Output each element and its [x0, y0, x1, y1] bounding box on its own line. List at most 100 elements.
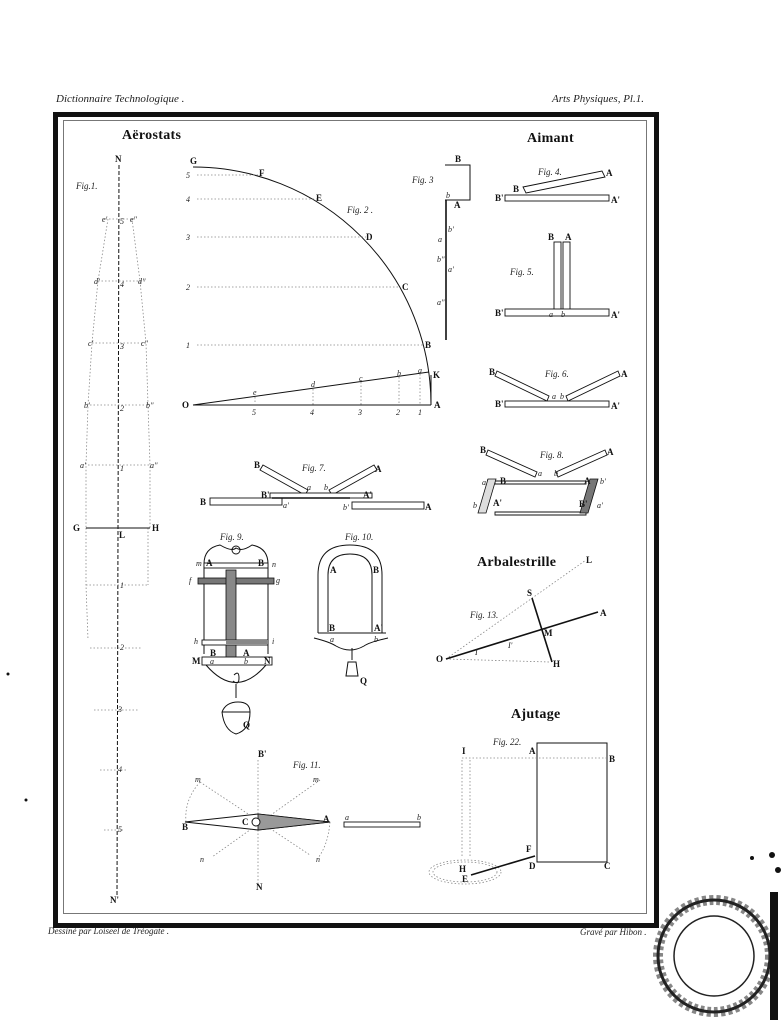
svg-text:b: b: [554, 469, 558, 478]
svg-text:B': B': [495, 399, 504, 409]
figure-6: Fig. 6. B A B' a b A': [489, 367, 628, 411]
header-left-title: Dictionnaire Technologique .: [56, 93, 185, 105]
svg-text:Fig. 4.: Fig. 4.: [537, 167, 562, 177]
svg-text:1: 1: [120, 464, 124, 473]
svg-text:E: E: [316, 193, 322, 203]
svg-text:Fig. 7.: Fig. 7.: [301, 463, 326, 473]
svg-text:d'': d'': [138, 277, 146, 286]
figure-7: Fig. 7. B A a b B' A' B a' b' A: [200, 460, 432, 512]
svg-text:Fig. 11.: Fig. 11.: [292, 760, 321, 770]
svg-text:a: a: [307, 483, 311, 492]
figure-9: Fig. 9. m A B n f g h i B A M a b N Q: [189, 532, 280, 735]
svg-text:h: h: [194, 637, 198, 646]
svg-text:Q: Q: [360, 676, 367, 686]
svg-text:L: L: [586, 555, 592, 565]
svg-text:3: 3: [185, 233, 190, 242]
svg-text:a'': a'': [437, 298, 445, 307]
svg-text:b: b: [417, 813, 421, 822]
svg-text:A: A: [606, 168, 613, 178]
svg-text:Fig. 8.: Fig. 8.: [539, 450, 564, 460]
fig1-label-bottom: N': [110, 895, 119, 905]
svg-text:b: b: [397, 369, 401, 378]
svg-text:A': A': [611, 310, 620, 320]
svg-text:b: b: [560, 392, 564, 401]
svg-text:4: 4: [186, 195, 190, 204]
svg-text:C: C: [402, 282, 409, 292]
svg-text:B: B: [200, 497, 206, 507]
figure-1: Fig.1. N N' G H L e' 5 e'' d' 4 d'' c' 3…: [73, 154, 159, 905]
svg-text:I: I: [462, 746, 466, 756]
svg-text:B: B: [548, 232, 554, 242]
svg-text:A: A: [565, 232, 572, 242]
svg-text:C: C: [604, 861, 611, 871]
svg-text:n: n: [272, 560, 276, 569]
svg-text:E: E: [462, 874, 468, 884]
svg-text:A: A: [375, 464, 382, 474]
svg-text:A: A: [607, 447, 614, 457]
svg-text:4: 4: [118, 765, 122, 774]
fig1-caption: Fig.1.: [75, 181, 98, 191]
plate-frame-inner: [63, 120, 647, 914]
plate-frame-outer: [53, 112, 659, 928]
svg-text:b: b: [473, 501, 477, 510]
svg-text:D: D: [529, 861, 536, 871]
svg-text:n: n: [200, 855, 204, 864]
svg-text:c: c: [359, 374, 363, 383]
figure-22: Fig. 22. I A B F D C H E: [428, 737, 615, 885]
svg-text:H: H: [553, 659, 560, 669]
svg-text:B: B: [210, 648, 216, 658]
svg-text:n: n: [316, 855, 320, 864]
svg-text:a: a: [538, 469, 542, 478]
fig1-label-h: H: [152, 523, 159, 533]
svg-text:B: B: [489, 367, 495, 377]
svg-text:B: B: [254, 460, 260, 470]
svg-text:N: N: [264, 656, 271, 666]
svg-text:A: A: [206, 558, 213, 568]
svg-text:2: 2: [396, 408, 400, 417]
svg-text:1: 1: [186, 341, 190, 350]
svg-text:d': d': [94, 277, 100, 286]
fig1-label-top: N: [115, 154, 122, 164]
svg-text:Fig. 10.: Fig. 10.: [344, 532, 373, 542]
svg-text:O: O: [182, 400, 189, 410]
svg-text:G: G: [190, 156, 197, 166]
svg-text:B: B: [258, 558, 264, 568]
figure-11: Fig. 11. B' m m B C A n n N a b: [182, 749, 421, 892]
svg-text:S: S: [527, 588, 532, 598]
svg-text:B': B': [261, 490, 270, 500]
svg-text:Fig. 3: Fig. 3: [411, 175, 434, 185]
svg-text:3: 3: [119, 342, 124, 351]
svg-text:a: a: [552, 392, 556, 401]
svg-text:a: a: [330, 635, 334, 644]
svg-text:b': b': [600, 477, 606, 486]
svg-text:4: 4: [120, 280, 124, 289]
svg-text:b: b: [374, 635, 378, 644]
svg-text:H: H: [459, 864, 466, 874]
svg-text:a': a': [80, 461, 86, 470]
svg-text:A': A': [363, 490, 372, 500]
fig1-label-g: G: [73, 523, 80, 533]
svg-text:b: b: [561, 310, 565, 319]
svg-text:b': b': [84, 401, 90, 410]
svg-text:O: O: [436, 654, 443, 664]
svg-text:Fig. 22.: Fig. 22.: [492, 737, 521, 747]
svg-text:5: 5: [118, 825, 122, 834]
svg-text:B: B: [609, 754, 615, 764]
svg-text:a: a: [210, 657, 214, 666]
svg-text:a': a': [597, 501, 603, 510]
svg-text:M: M: [544, 628, 553, 638]
svg-text:b': b': [343, 503, 349, 512]
svg-text:2: 2: [186, 283, 190, 292]
section-title-aerostats: Aërostats: [122, 128, 182, 143]
svg-text:B': B': [579, 499, 588, 509]
svg-text:A': A': [493, 498, 502, 508]
svg-text:A: A: [584, 476, 591, 486]
svg-text:A: A: [600, 608, 607, 618]
svg-text:A: A: [330, 565, 337, 575]
svg-text:A': A': [611, 195, 620, 205]
svg-text:4: 4: [310, 408, 314, 417]
svg-text:a'': a'': [150, 461, 158, 470]
svg-text:e': e': [102, 215, 108, 224]
svg-text:c': c': [88, 339, 94, 348]
svg-text:e: e: [253, 388, 257, 397]
